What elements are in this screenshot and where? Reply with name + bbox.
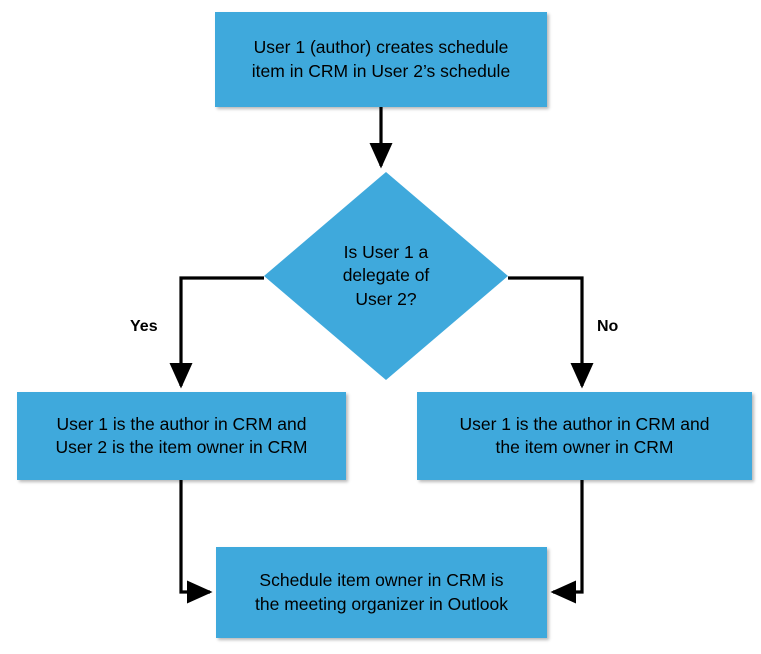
node-decision[interactable]: Is User 1 a delegate of User 2? [264,172,508,380]
edge-decision-to-no [508,276,594,389]
node-yes-branch-label: User 1 is the author in CRM and User 2 i… [55,413,308,457]
node-start[interactable]: User 1 (author) creates schedule item in… [215,12,547,107]
edge-no-to-end [550,480,584,604]
node-no-branch-label: User 1 is the author in CRM and the item… [459,413,710,457]
edge-decision-to-yes [169,276,264,389]
node-start-label: User 1 (author) creates schedule item in… [251,37,511,81]
node-decision-label: Is User 1 a delegate of User 2? [342,242,430,309]
decision-diamond-shape [264,172,508,380]
node-end-label: Schedule item owner in CRM is the meetin… [255,570,508,614]
edge-yes-to-end [179,480,213,604]
edge-label-yes: Yes [130,318,158,335]
node-no-branch[interactable]: User 1 is the author in CRM and the item… [417,392,752,480]
node-yes-branch[interactable]: User 1 is the author in CRM and User 2 i… [17,392,346,480]
edge-label-no: No [597,318,619,335]
node-end[interactable]: Schedule item owner in CRM is the meetin… [216,547,547,638]
